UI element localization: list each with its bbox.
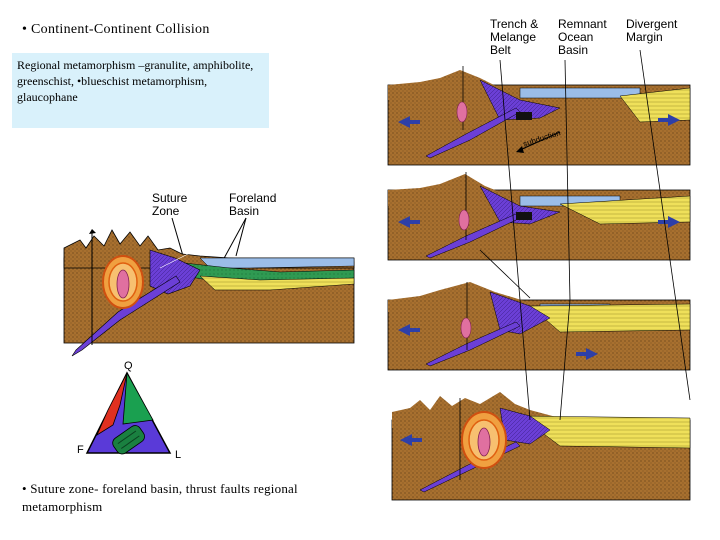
label-foreland-basin: Foreland Basin	[229, 191, 277, 218]
ternary-label-f: F	[77, 444, 84, 456]
foreland-leader-line-1	[221, 217, 247, 263]
info-text: Regional metamorphism –granulite, amphib…	[17, 58, 254, 104]
right-panel-2	[387, 172, 691, 261]
right-panel-4	[391, 392, 691, 501]
ternary-label-l: L	[175, 449, 182, 461]
foreland-leader-line-2	[235, 217, 247, 257]
header-divergent-margin: Divergent Margin	[626, 17, 678, 44]
suture-leader-line	[171, 217, 184, 257]
qfl-ternary-diagram	[85, 371, 172, 455]
correlation-lines	[479, 49, 691, 421]
header-trench-melange: Trench & Melange Belt	[490, 17, 539, 57]
left-collision-diagram	[63, 229, 355, 357]
label-suture-zone: Suture Zone	[152, 191, 188, 218]
slide-title: • Continent-Continent Collision	[22, 22, 210, 37]
right-panel-1: subduction	[387, 66, 691, 166]
header-remnant-ocean: Remnant Ocean Basin	[558, 17, 607, 57]
right-panel-3	[387, 282, 691, 371]
footer-text: • Suture zone- foreland basin, thrust fa…	[22, 481, 298, 514]
info-box	[12, 53, 269, 128]
ternary-label-q: Q	[124, 360, 133, 372]
